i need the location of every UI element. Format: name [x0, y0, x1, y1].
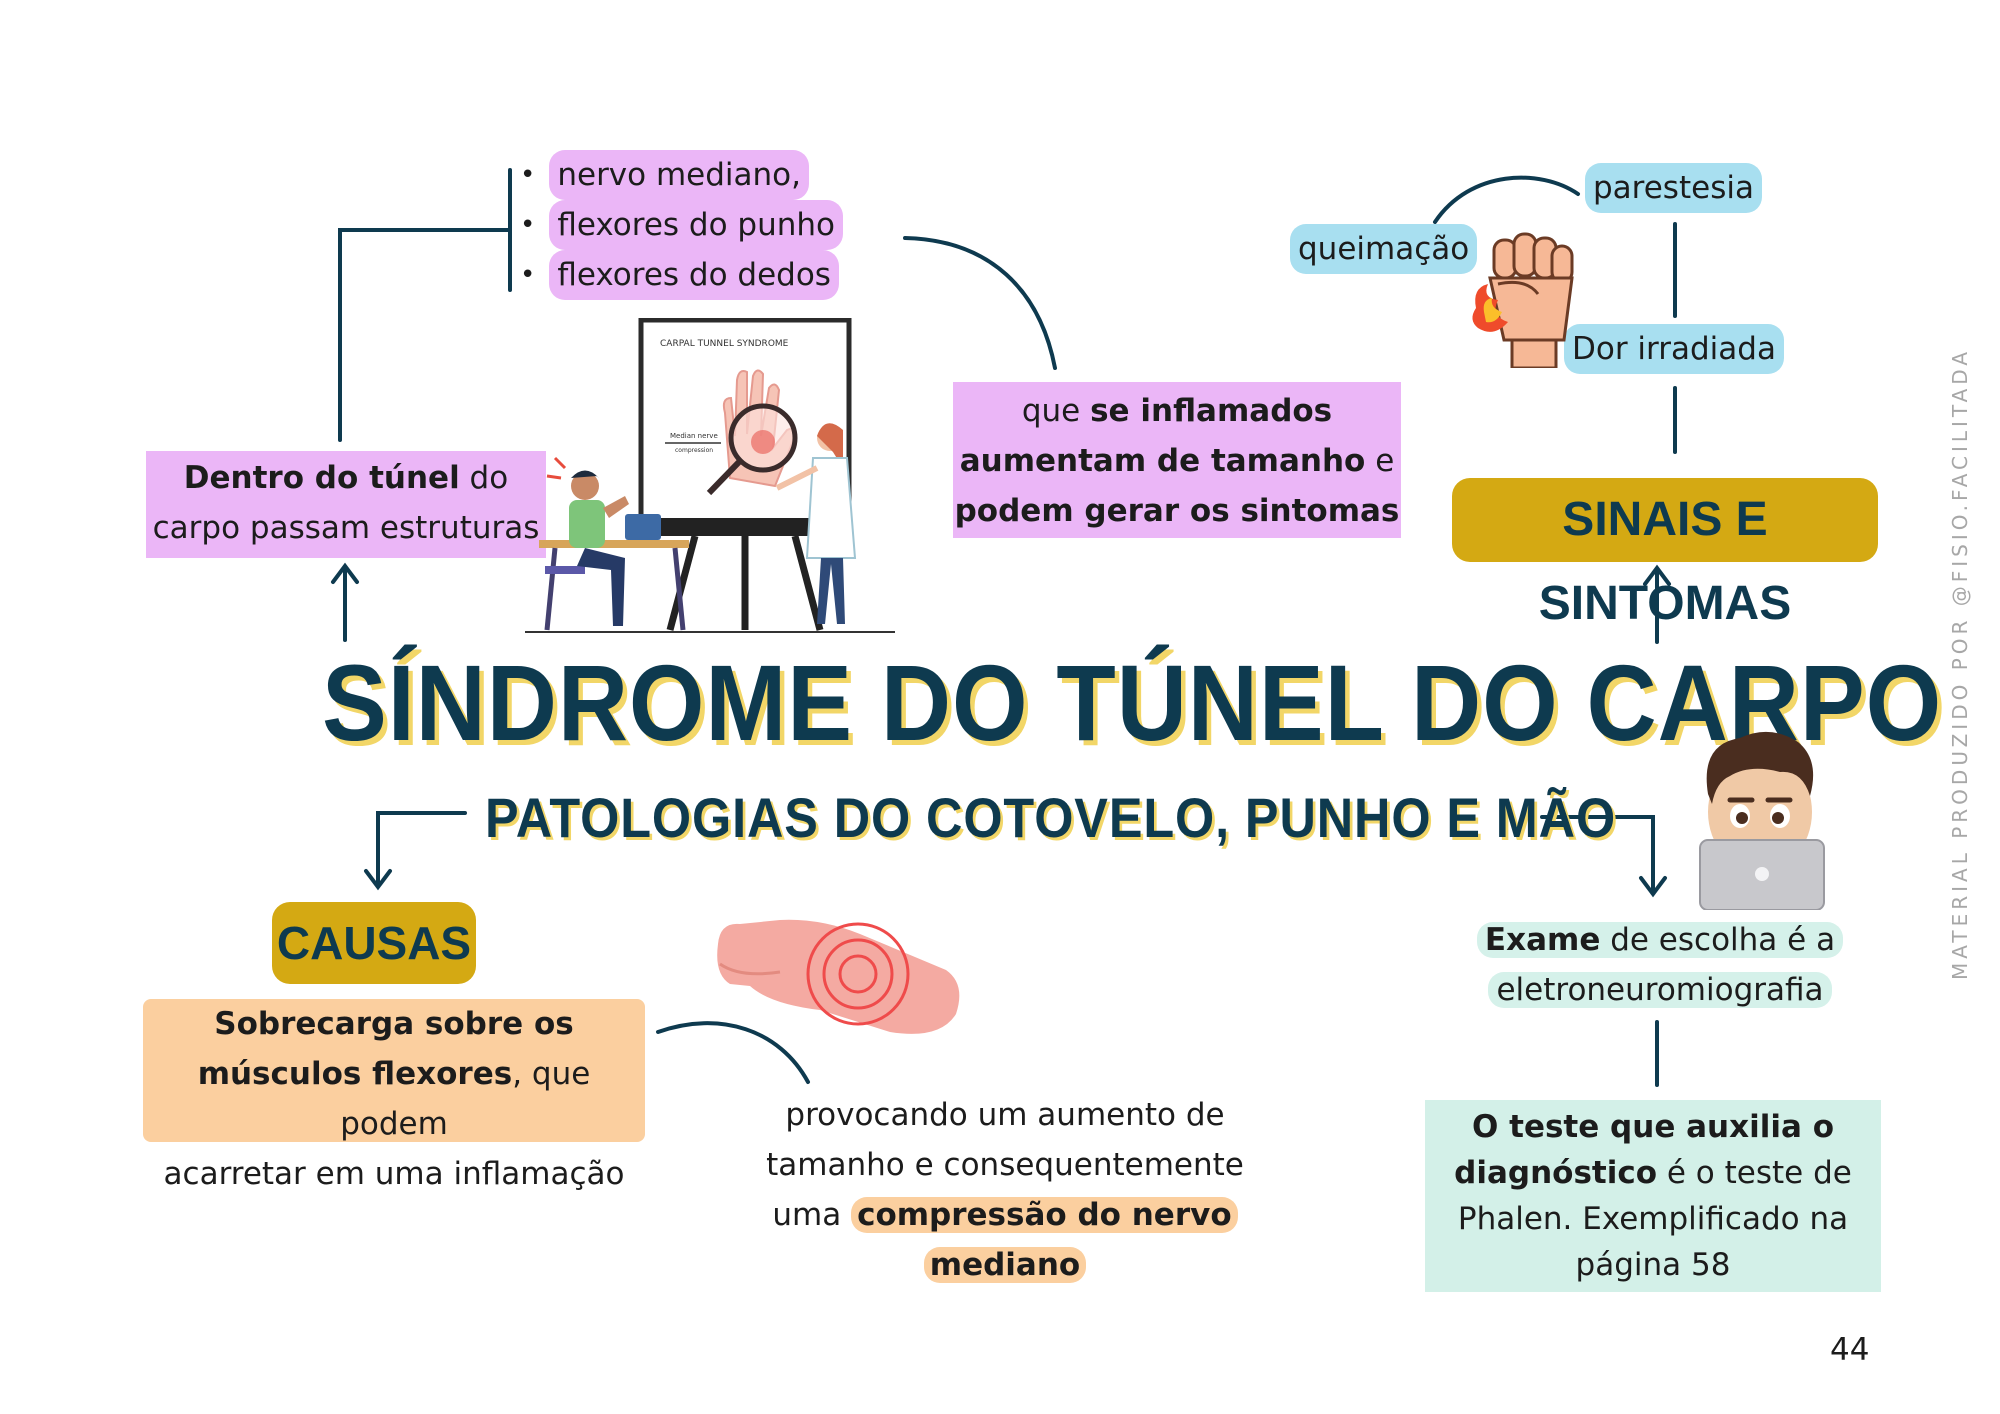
consequence-line: uma: [772, 1197, 852, 1233]
test-line: Phalen. Exemplificado na: [1457, 1201, 1849, 1237]
intro-rest: do: [459, 460, 509, 496]
fist-fire-icon: [1472, 232, 1574, 368]
test-line: é o teste de: [1657, 1155, 1852, 1191]
exam-bold: Exame: [1484, 922, 1601, 958]
note-bold: podem gerar os sintomas: [954, 493, 1400, 529]
test-line: página 58: [1575, 1247, 1731, 1283]
consequence-bold: compressão do nervo: [851, 1197, 1238, 1233]
inflammation-note-box: que se inflamados aumentam de tamanho e …: [953, 382, 1401, 538]
sign-burning: queimação: [1290, 224, 1478, 274]
page-number: 44: [1830, 1332, 1870, 1368]
test-box: O teste que auxilia o diagnóstico é o te…: [1425, 1100, 1881, 1292]
note-bold: aumentam de tamanho: [959, 443, 1366, 479]
poster-title: CARPAL TUNNEL SYNDROME: [660, 339, 789, 349]
causes-box: Sobrecarga sobre os músculos flexores, q…: [143, 999, 645, 1192]
poster-label: Median nerve: [670, 432, 718, 440]
list-item: nervo mediano,: [549, 150, 809, 200]
doctor-patient-illustration: CARPAL TUNNEL SYNDROME Median nerve comp…: [525, 318, 895, 633]
intro-box: Dentro do túnel do carpo passam estrutur…: [146, 451, 546, 558]
memoji-laptop-icon: [1699, 731, 1825, 910]
note-text: que: [1021, 393, 1091, 429]
causes-bold: Sobrecarga sobre os: [214, 1006, 574, 1042]
structures-list: • nervo mediano, • flexores do punho • f…: [520, 150, 880, 300]
intro-line2: carpo passam estruturas: [152, 510, 540, 546]
signs-badge: SINAIS E SINTOMAS: [1452, 478, 1878, 630]
exam-line: eletroneuromiografia: [1488, 972, 1832, 1008]
watermark: MATERIAL PRODUZIDO POR @FISIO.FACILITADA: [1948, 347, 1972, 980]
poster-label: compression: [675, 447, 713, 454]
list-item: flexores do dedos: [549, 250, 839, 300]
painful-wrist-icon: [717, 919, 960, 1034]
page-title: SÍNDROME DO TÚNEL DO CARPO: [322, 642, 1943, 763]
exam-text: Exame de escolha é a eletroneuromiografi…: [1460, 915, 1860, 1015]
sign-paresthesia: parestesia: [1585, 163, 1762, 213]
causes-text: acarretar em uma inflamação: [163, 1156, 625, 1192]
intro-bold: Dentro do túnel: [183, 460, 460, 496]
sign-radiating-pain: Dor irradiada: [1564, 324, 1784, 374]
consequence-line: provocando um aumento de: [785, 1097, 1225, 1133]
consequence-text: provocando um aumento de tamanho e conse…: [760, 1090, 1250, 1290]
causes-badge: CAUSAS: [272, 902, 476, 984]
causes-bold: músculos flexores: [197, 1056, 513, 1092]
page-subtitle: PATOLOGIAS DO COTOVELO, PUNHO E MÃO: [485, 786, 1617, 849]
consequence-line: tamanho e consequentemente: [766, 1147, 1244, 1183]
exam-line: de escolha é a: [1600, 922, 1836, 958]
note-bold: se inflamados: [1090, 393, 1333, 429]
test-bold: O teste que auxilia o: [1471, 1109, 1835, 1145]
list-item: flexores do punho: [549, 200, 843, 250]
test-bold: diagnóstico: [1454, 1155, 1658, 1191]
note-text: e: [1365, 443, 1395, 479]
consequence-bold: mediano: [923, 1247, 1087, 1283]
causes-text: , que podem: [340, 1056, 591, 1142]
